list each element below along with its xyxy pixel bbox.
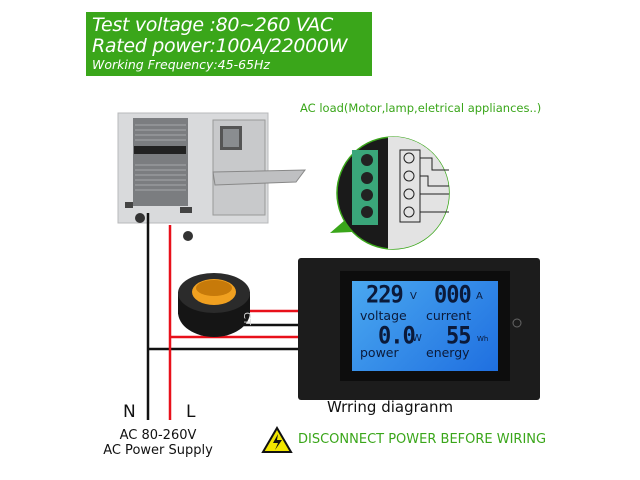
current-unit: A bbox=[476, 291, 483, 302]
neutral-wire bbox=[146, 213, 300, 420]
spec-banner: Test voltage :80~260 VAC Rated power:100… bbox=[86, 12, 372, 76]
energy-label: energy bbox=[426, 345, 470, 360]
supply-voltage-text: AC 80-260V bbox=[119, 428, 197, 443]
supply-label-text: AC Power Supply bbox=[103, 443, 213, 458]
live-label: L bbox=[186, 402, 196, 422]
warning-text: DISCONNECT POWER BEFORE WIRING bbox=[298, 432, 547, 447]
power-unit: W bbox=[412, 333, 422, 344]
ac-load-label: AC load(Motor,lamp,eletrical appliances.… bbox=[300, 101, 542, 115]
rated-power-text: Rated power:100A/22000W bbox=[92, 35, 348, 57]
ac-load-generator bbox=[117, 112, 307, 241]
power-label: power bbox=[360, 345, 399, 360]
voltage-unit: V bbox=[410, 291, 417, 302]
terminal-closeup bbox=[330, 136, 450, 250]
frequency-text: Working Frequency:45-65Hz bbox=[92, 57, 270, 72]
energy-unit: Wh bbox=[477, 335, 489, 343]
test-voltage-text: Test voltage :80~260 VAC bbox=[92, 14, 333, 36]
current-value: 000 bbox=[434, 281, 472, 310]
voltage-value: 229 bbox=[366, 281, 404, 310]
live-wire bbox=[168, 225, 300, 420]
diagram-caption: Wrring diagranm bbox=[327, 398, 454, 416]
power-value: 0.0 bbox=[378, 322, 416, 351]
neutral-label: N bbox=[123, 402, 136, 422]
voltage-label: voltage bbox=[360, 308, 407, 323]
lcd-display: 229 V voltage 000 A current 0.0 W power … bbox=[352, 281, 498, 371]
high-voltage-warning-icon bbox=[261, 426, 293, 453]
current-label: current bbox=[426, 308, 472, 323]
ct-label: CT bbox=[241, 312, 252, 326]
energy-value: 55 bbox=[446, 322, 471, 351]
current-transformer: CT bbox=[178, 273, 252, 337]
